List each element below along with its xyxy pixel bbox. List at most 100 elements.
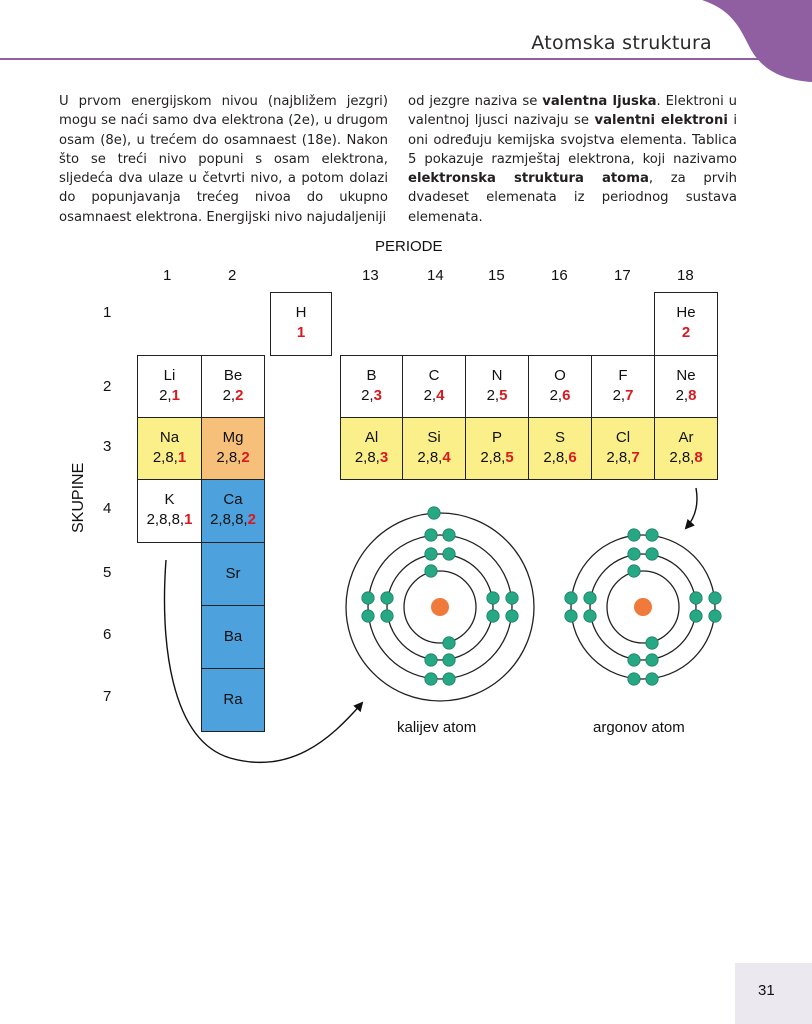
valence-electrons: 5: [505, 449, 514, 466]
inner-shells: 2,: [612, 387, 626, 404]
electron: [442, 636, 456, 650]
chapter-title: Atomska struktura: [531, 32, 712, 54]
text-run: od jezgre naziva se: [408, 94, 543, 109]
column-number: 16: [551, 267, 568, 284]
column-number: 17: [614, 267, 631, 284]
nucleus: [431, 598, 449, 616]
valence-electrons: 2: [241, 449, 250, 466]
bold-term: elektronska struktura atoma: [408, 171, 649, 187]
element-symbol: Ar: [678, 429, 694, 446]
electron: [627, 528, 641, 542]
electron: [361, 591, 375, 605]
electron-configuration: 2,7: [592, 386, 654, 406]
electron-configuration: 2,8,6: [529, 448, 591, 468]
electron-configuration: 2,1: [138, 386, 201, 406]
column-number: 13: [362, 267, 379, 284]
electron-configuration: 2: [655, 323, 717, 343]
electron-configuration: 2,4: [403, 386, 465, 406]
body-text-right-column: od jezgre naziva se valentna ljuska. Ele…: [408, 92, 737, 227]
element-symbol: Si: [427, 429, 441, 446]
electron: [627, 564, 641, 578]
bold-term: valentni elektroni: [594, 113, 728, 129]
element-symbol: Cl: [615, 429, 631, 446]
inner-shells: 2,8,: [543, 449, 569, 466]
inner-shells: 2,8,8,: [146, 511, 185, 528]
electron: [442, 547, 456, 561]
inner-shells: 2,: [486, 387, 500, 404]
row-number: 7: [103, 688, 112, 705]
inner-shells: 2,8,: [354, 449, 380, 466]
valence-electrons: 8: [694, 449, 703, 466]
header-rule: [0, 58, 760, 60]
electron: [708, 609, 722, 623]
column-number: 1: [163, 267, 172, 284]
column-number: 14: [427, 267, 444, 284]
column-number: 15: [488, 267, 505, 284]
electron: [424, 547, 438, 561]
valence-electrons: 2: [247, 511, 256, 528]
page-number: 31: [758, 982, 775, 999]
element-symbol: Be: [223, 367, 243, 384]
valence-electrons: 7: [631, 449, 640, 466]
row-number: 4: [103, 500, 112, 517]
electron: [645, 636, 659, 650]
electron-configuration: 2,8,1: [138, 448, 201, 468]
element-symbol: O: [554, 367, 566, 384]
electron: [627, 672, 641, 686]
inner-shells: 2,8,: [152, 449, 178, 466]
electron-shell: [367, 534, 513, 680]
element-symbol: S: [554, 429, 565, 446]
electron-configuration: 2,8,8,2: [202, 510, 264, 530]
element-symbol: Ba: [223, 628, 243, 645]
row-number: 6: [103, 626, 112, 643]
electron-configuration: 2,8,2: [202, 448, 264, 468]
row-number: 2: [103, 378, 112, 395]
valence-electrons: 1: [296, 324, 306, 341]
inner-shells: 2,8,: [417, 449, 443, 466]
electron: [627, 547, 641, 561]
text-run: U prvom energijskom nivou (najbližem jez…: [59, 94, 388, 225]
electron: [424, 672, 438, 686]
column-number: 18: [677, 267, 694, 284]
valence-electrons: 2: [235, 387, 244, 404]
valence-electrons: 1: [171, 387, 180, 404]
electron: [486, 591, 500, 605]
electron: [645, 653, 659, 667]
inner-shells: 2,: [549, 387, 563, 404]
valence-electrons: 7: [625, 387, 634, 404]
electron: [689, 591, 703, 605]
inner-shells: 2,: [675, 387, 689, 404]
potassium-atom-caption: kalijev atom: [397, 719, 477, 736]
element-symbol: Mg: [222, 429, 244, 446]
inner-shells: 2,: [159, 387, 172, 404]
row-number: 3: [103, 438, 112, 455]
electron: [645, 672, 659, 686]
electron: [564, 591, 578, 605]
electron-configuration: 2,8,8,1: [138, 510, 201, 530]
valence-electrons: 6: [562, 387, 571, 404]
periods-title: PERIODE: [375, 238, 443, 255]
bold-term: valentna ljuska: [542, 94, 657, 109]
electron-configuration: 2,8: [655, 386, 717, 406]
electron-configuration: 2,8,5: [466, 448, 528, 468]
argon-atom-caption: argonov atom: [593, 719, 685, 736]
body-text-left-column: U prvom energijskom nivou (najbližem jez…: [59, 92, 388, 227]
column-number: 2: [228, 267, 237, 284]
inner-shells: 2,8,: [669, 449, 695, 466]
inner-shells: 2,8,8,: [210, 511, 248, 528]
electron: [627, 653, 641, 667]
electron: [442, 528, 456, 542]
electron: [380, 609, 394, 623]
electron: [486, 609, 500, 623]
electron-configuration: 2,8,3: [341, 448, 402, 468]
inner-shells: 2,: [423, 387, 437, 404]
